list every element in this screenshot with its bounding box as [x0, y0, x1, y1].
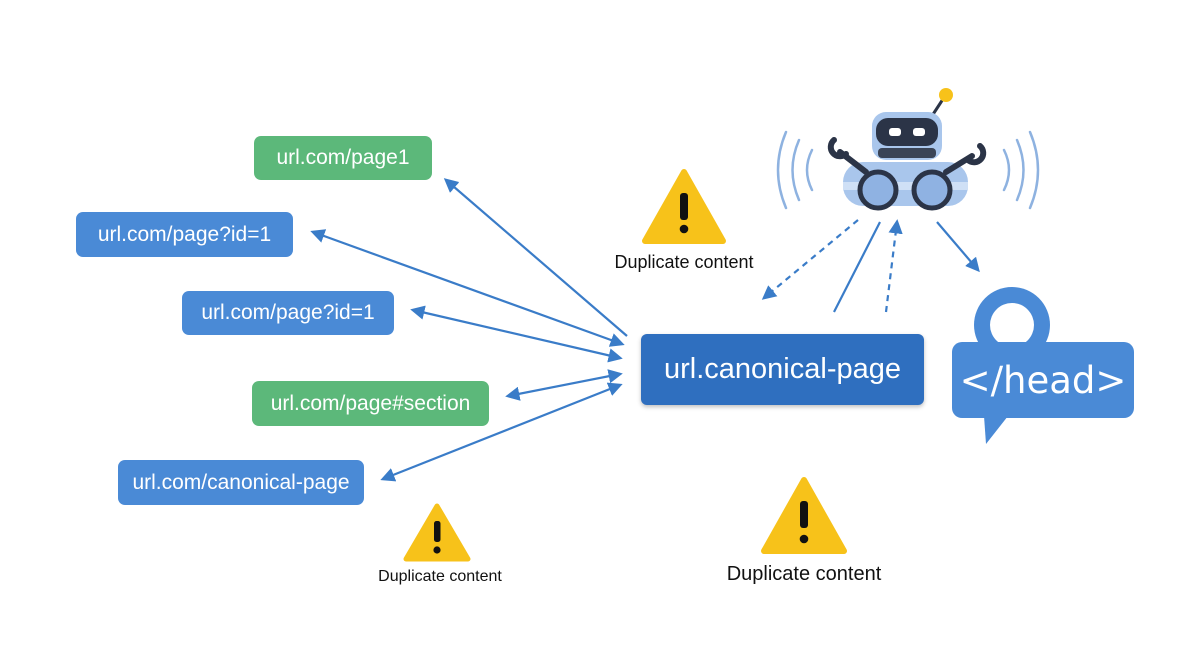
canonical-url-box: url.canonical-page — [641, 334, 924, 405]
robot-dashed-arrow-up — [884, 219, 903, 313]
warning-icon — [642, 169, 726, 244]
url-box-page1: url.com/page1 — [254, 136, 432, 180]
robot-arrow-to-head — [936, 221, 980, 273]
url-box-page-id-1-second: url.com/page?id=1 — [182, 291, 394, 335]
url-box-canonical-page: url.com/canonical-page — [118, 460, 364, 505]
arrow-to-url-3 — [410, 305, 623, 363]
url-box-page-id-1: url.com/page?id=1 — [76, 212, 293, 257]
warning-icon — [403, 503, 471, 562]
warning-icon — [761, 477, 847, 554]
warning-label: Duplicate content — [726, 563, 882, 585]
robot-solid-line — [833, 221, 881, 313]
warning-label: Duplicate content — [378, 568, 502, 585]
head-tag-label: </head> — [959, 358, 1127, 402]
code-tag-icon — [952, 342, 1134, 444]
robot-icon — [776, 88, 1040, 211]
arrows-to-urls — [310, 178, 628, 482]
robot-arrows — [761, 219, 980, 313]
robot-dashed-arrow-left — [761, 219, 859, 300]
warning-label: Duplicate content — [614, 252, 754, 272]
arrow-to-url-5 — [380, 382, 623, 482]
url-box-page-section: url.com/page#section — [252, 381, 489, 426]
